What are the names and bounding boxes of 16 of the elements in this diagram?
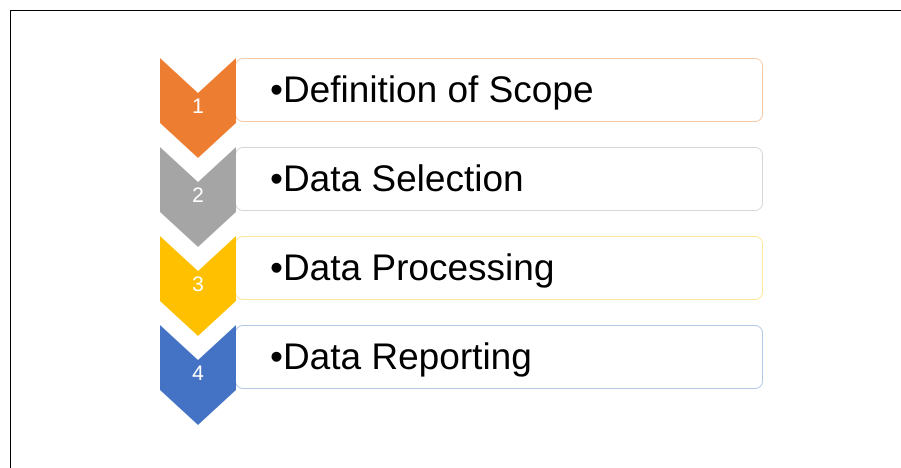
chevron-shape	[160, 58, 236, 158]
step-box	[235, 236, 763, 300]
step-number: 2	[191, 183, 205, 209]
step-box	[235, 147, 763, 211]
step-label: •Data Processing	[270, 246, 554, 290]
chevron-shape	[160, 147, 236, 247]
step-number: 3	[191, 272, 205, 298]
chevron-shape	[160, 236, 236, 336]
step-label: •Data Selection	[270, 157, 524, 201]
step-number: 1	[191, 94, 205, 120]
step-box	[235, 325, 763, 389]
step-number: 4	[191, 361, 205, 387]
step-label: •Definition of Scope	[270, 68, 594, 112]
chevron-shape	[160, 325, 236, 425]
step-box	[235, 58, 763, 122]
step-label: •Data Reporting	[270, 335, 532, 379]
